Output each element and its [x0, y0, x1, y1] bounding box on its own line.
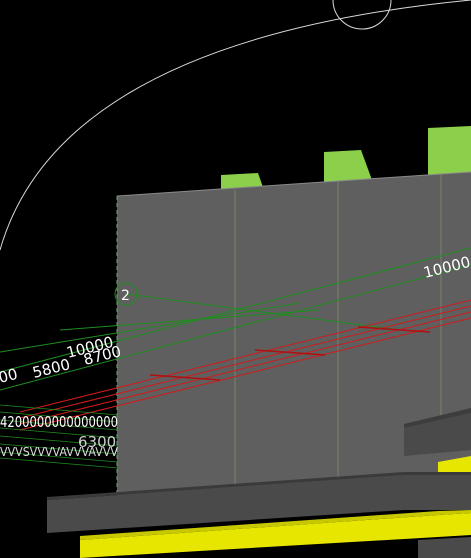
dimension-line — [149, 374, 221, 381]
dimension-line — [19, 305, 471, 419]
dimension-line — [19, 317, 471, 431]
dimension-line — [357, 326, 431, 333]
dimension-line — [19, 311, 471, 425]
orbit-top-circle — [332, 0, 392, 30]
beam — [404, 413, 471, 456]
dimension-label-6300: 6300 — [78, 433, 116, 451]
grid-marker-circle[interactable] — [114, 282, 138, 306]
yellow-slab — [80, 513, 471, 558]
grid-line — [0, 247, 471, 373]
hatched-region — [0, 404, 119, 469]
green-block — [428, 126, 471, 175]
hatched-text: 4200000000000000 — [0, 413, 118, 431]
grid-marker-label: 2 — [121, 288, 130, 304]
hatched-text: VVVSVVVVAVVVAVVV — [0, 445, 119, 459]
grid-line — [59, 309, 321, 331]
yellow-slab-top — [80, 510, 471, 540]
dimension-label-00: 00 — [0, 365, 19, 387]
dimension-line — [19, 299, 471, 413]
wall-face — [117, 172, 471, 500]
floor-slab — [47, 475, 471, 533]
grid-line — [125, 293, 401, 331]
grid-line — [0, 302, 301, 353]
green-block — [324, 150, 372, 183]
grid-line — [0, 264, 471, 391]
floor-slab-top — [47, 472, 471, 500]
dimension-line — [254, 349, 326, 356]
beam-top — [404, 408, 471, 428]
dark-block — [418, 537, 471, 558]
orbit-circle — [0, 0, 471, 251]
wall-edge — [116, 171, 471, 197]
